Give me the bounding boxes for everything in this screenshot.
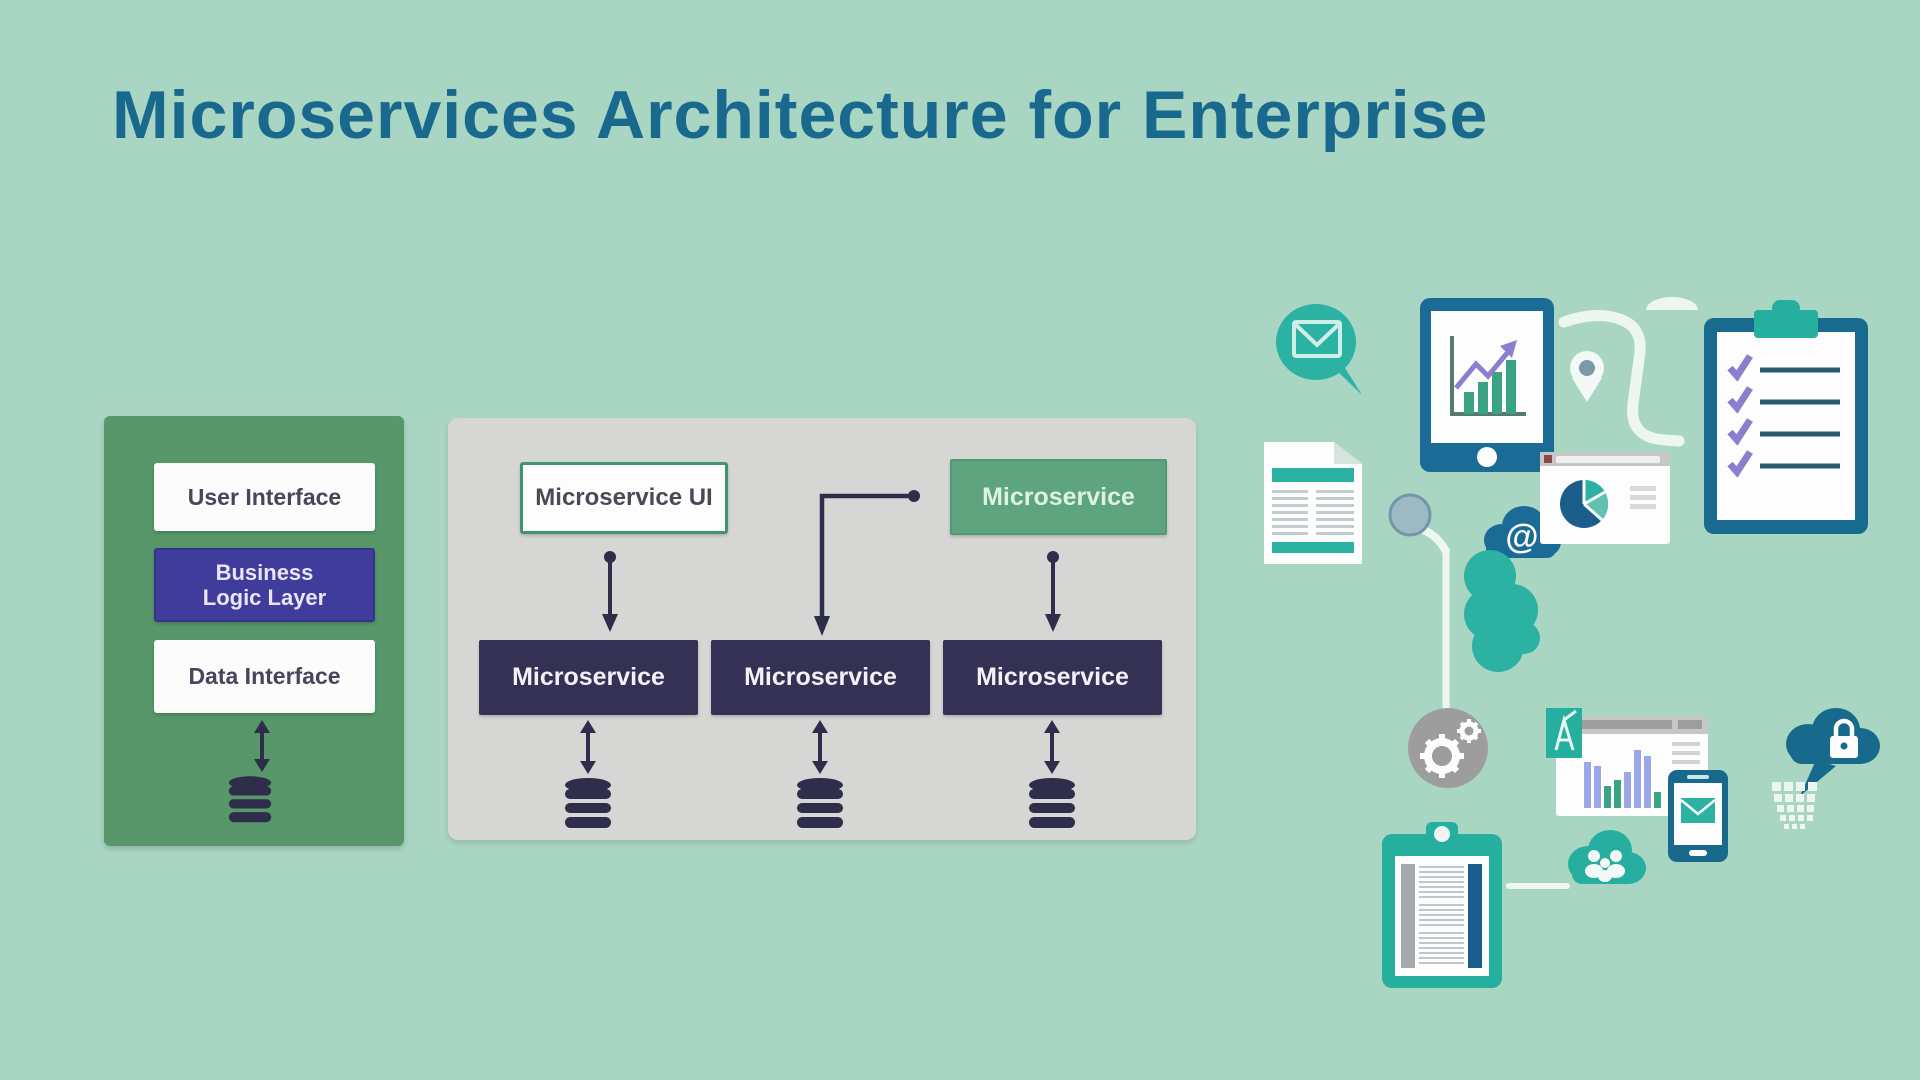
gears-icon <box>1408 708 1488 788</box>
svg-text:@: @ <box>1505 518 1538 556</box>
chat-mail-icon <box>1276 304 1362 395</box>
layer-user-interface: User Interface <box>154 463 375 531</box>
pie-browser-icon <box>1540 452 1670 544</box>
layer-data-interface: Data Interface <box>154 640 375 713</box>
down-arrow-icon <box>602 551 618 632</box>
location-pin-icon <box>1570 351 1604 402</box>
database-icon <box>565 778 611 828</box>
connector-line <box>1506 883 1570 889</box>
microservice-green-box: Microservice <box>950 459 1167 535</box>
umbrella-icon <box>1646 297 1698 310</box>
document-icon <box>1264 442 1362 564</box>
elbow-arrow-icon <box>814 490 920 636</box>
database-icon <box>228 776 272 823</box>
double-arrow-icon <box>1044 720 1060 774</box>
team-cloud-icon <box>1568 830 1646 884</box>
double-arrow-icon <box>254 720 270 772</box>
blob-icon <box>1464 550 1540 672</box>
phone-mail-icon <box>1668 770 1728 862</box>
monolith-panel: User Interface Business Logic Layer Data… <box>104 416 404 846</box>
database-icon <box>1029 778 1075 828</box>
route-icon <box>1558 297 1698 447</box>
microservice-box: Microservice <box>479 640 698 715</box>
layer-business-logic: Business Logic Layer <box>154 548 375 622</box>
magnifier-icon <box>1388 493 1450 710</box>
microservice-box: Microservice <box>711 640 930 715</box>
double-arrow-icon <box>812 720 828 774</box>
microservices-panel: Microservice UI Microservice Microservic… <box>448 418 1196 840</box>
tablet-analytics-icon <box>1420 298 1554 472</box>
database-icon <box>797 778 843 828</box>
cloud-lock-icon <box>1786 708 1880 796</box>
spreadsheet-tablet-icon <box>1382 822 1502 988</box>
double-arrow-icon <box>580 720 596 774</box>
microservice-box: Microservice <box>943 640 1162 715</box>
clipboard-checklist-icon <box>1704 300 1868 534</box>
microservice-ui-box: Microservice UI <box>520 462 728 534</box>
basket-icon <box>1772 782 1817 829</box>
page-title: Microservices Architecture for Enterpris… <box>112 77 1489 153</box>
down-arrow-icon <box>1045 551 1061 632</box>
